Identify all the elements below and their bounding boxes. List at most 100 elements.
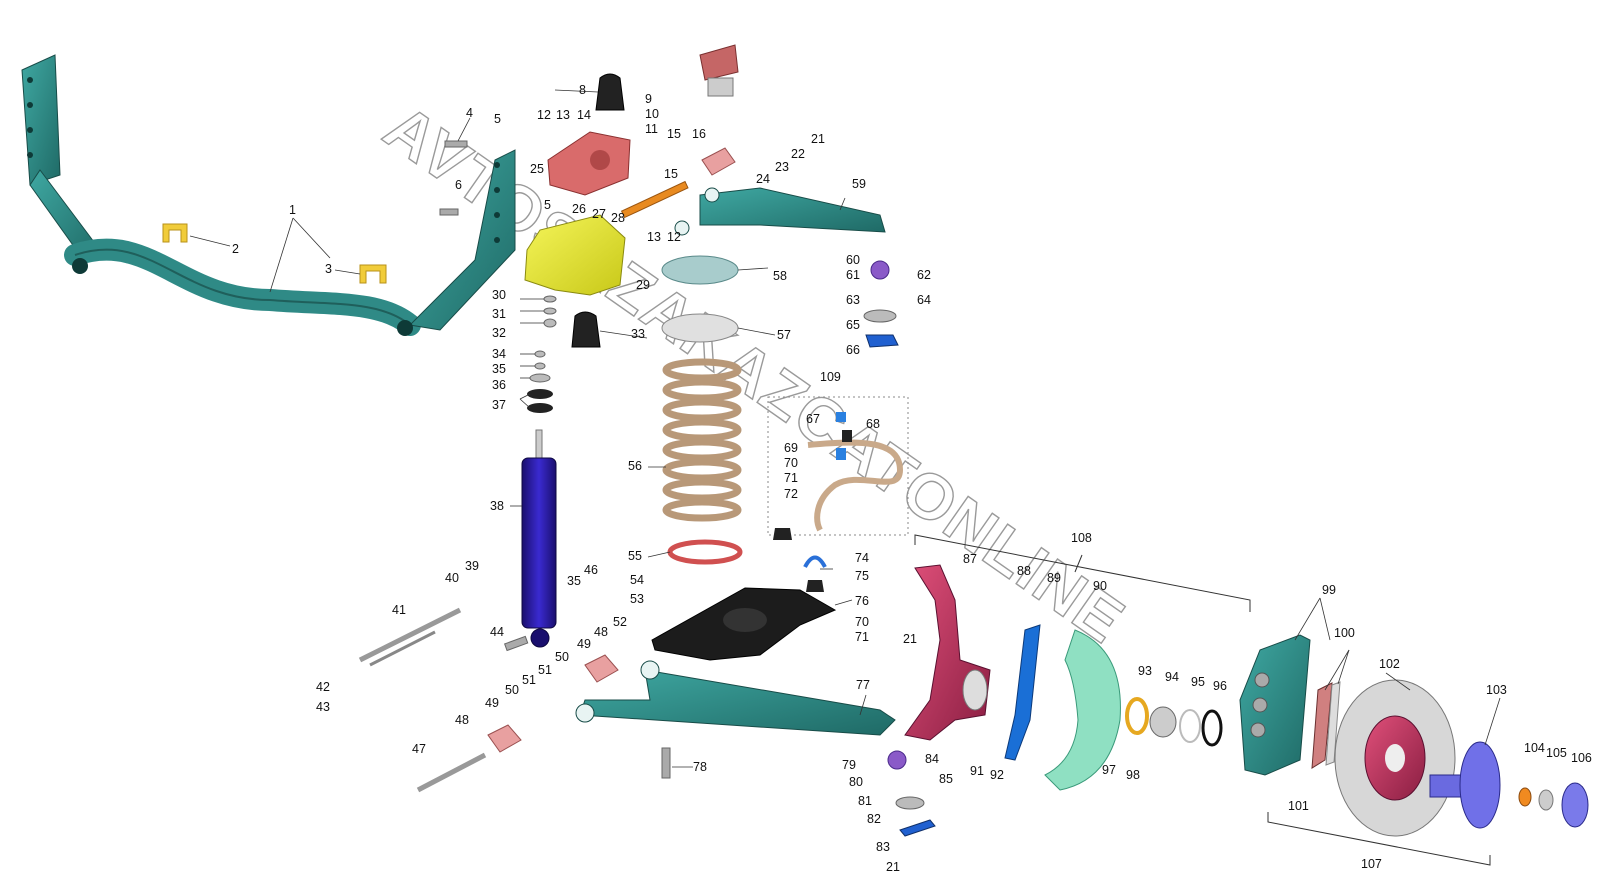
label-63: 63 bbox=[846, 293, 860, 307]
stabilizer-bar bbox=[21, 54, 516, 336]
label-5: 5 bbox=[494, 112, 501, 126]
label-42: 42 bbox=[316, 680, 330, 694]
label-99: 99 bbox=[1322, 583, 1336, 597]
leader-lines bbox=[189, 89, 1501, 768]
label-75: 75 bbox=[855, 569, 869, 583]
label-47: 47 bbox=[412, 742, 426, 756]
bolt-6 bbox=[439, 208, 459, 216]
label-60: 60 bbox=[846, 253, 860, 267]
label-62: 62 bbox=[917, 268, 931, 282]
cap-106 bbox=[1561, 782, 1589, 828]
washer-stack bbox=[529, 295, 557, 383]
brake-pad-100b bbox=[1325, 681, 1341, 766]
bolt-4 bbox=[444, 140, 468, 148]
clip-2 bbox=[162, 223, 188, 243]
bushing-75 bbox=[806, 580, 824, 592]
label-57: 57 bbox=[777, 328, 791, 342]
label-35: 35 bbox=[492, 362, 506, 376]
label-70b: 70 bbox=[855, 615, 869, 629]
label-71: 71 bbox=[784, 471, 798, 485]
label-97: 97 bbox=[1102, 763, 1116, 777]
label-71b: 71 bbox=[855, 630, 869, 644]
label-51: 51 bbox=[538, 663, 552, 677]
brake-pad-100a bbox=[1311, 682, 1333, 769]
parts-layer bbox=[21, 44, 1589, 866]
flange-103 bbox=[1459, 741, 1501, 829]
label-105: 105 bbox=[1546, 746, 1567, 760]
label-12b: 12 bbox=[667, 230, 681, 244]
label-26: 26 bbox=[572, 202, 586, 216]
label-90: 90 bbox=[1093, 579, 1107, 593]
ball-joint-62 bbox=[870, 260, 890, 280]
bracket-72 bbox=[773, 528, 792, 540]
label-34: 34 bbox=[492, 347, 506, 361]
label-56: 56 bbox=[628, 459, 642, 473]
label-13b: 13 bbox=[647, 230, 661, 244]
label-38: 38 bbox=[490, 499, 504, 513]
label-64: 64 bbox=[917, 293, 931, 307]
label-40: 40 bbox=[445, 571, 459, 585]
bracket-89 bbox=[1004, 624, 1041, 761]
label-80: 80 bbox=[849, 775, 863, 789]
bolt-44 bbox=[503, 635, 529, 652]
label-109: 109 bbox=[820, 370, 841, 384]
plate-65 bbox=[863, 309, 897, 323]
label-3: 3 bbox=[325, 262, 332, 276]
label-35b: 35 bbox=[567, 574, 581, 588]
label-32: 32 bbox=[492, 326, 506, 340]
lower-arm-77 bbox=[579, 669, 896, 736]
label-46: 46 bbox=[584, 563, 598, 577]
label-103: 103 bbox=[1486, 683, 1507, 697]
label-91: 91 bbox=[970, 764, 984, 778]
label-100: 100 bbox=[1334, 626, 1355, 640]
label-58: 58 bbox=[773, 269, 787, 283]
group-bracket-107 bbox=[1267, 812, 1491, 866]
label-88: 88 bbox=[1017, 564, 1031, 578]
label-41: 41 bbox=[392, 603, 406, 617]
label-53: 53 bbox=[630, 592, 644, 606]
label-66: 66 bbox=[846, 343, 860, 357]
label-15b: 15 bbox=[664, 167, 678, 181]
label-48b: 48 bbox=[455, 713, 469, 727]
label-77: 77 bbox=[856, 678, 870, 692]
label-67: 67 bbox=[806, 412, 820, 426]
label-104: 104 bbox=[1524, 741, 1545, 755]
label-15: 15 bbox=[667, 127, 681, 141]
label-10: 10 bbox=[645, 107, 659, 121]
label-50: 50 bbox=[555, 650, 569, 664]
pivot-shaft-28 bbox=[620, 180, 689, 219]
label-8: 8 bbox=[579, 83, 586, 97]
bolt-78 bbox=[661, 747, 671, 779]
bearing-94 bbox=[1149, 706, 1177, 738]
group-bracket-108 bbox=[914, 534, 1251, 612]
label-98: 98 bbox=[1126, 768, 1140, 782]
label-28: 28 bbox=[611, 211, 625, 225]
label-55: 55 bbox=[628, 549, 642, 563]
gasket-66 bbox=[865, 334, 899, 348]
stabilizer-link bbox=[807, 439, 904, 532]
label-83: 83 bbox=[876, 840, 890, 854]
shock-absorber-38 bbox=[521, 429, 557, 648]
label-92: 92 bbox=[990, 768, 1004, 782]
spring-seat-58 bbox=[661, 255, 739, 285]
label-65: 65 bbox=[846, 318, 860, 332]
label-44: 44 bbox=[490, 625, 504, 639]
label-70: 70 bbox=[784, 456, 798, 470]
label-76: 76 bbox=[855, 594, 869, 608]
label-96: 96 bbox=[1213, 679, 1227, 693]
washer-105 bbox=[1538, 789, 1554, 811]
label-82: 82 bbox=[867, 812, 881, 826]
rubber-37b bbox=[527, 403, 553, 413]
label-74: 74 bbox=[855, 551, 869, 565]
label-102: 102 bbox=[1379, 657, 1400, 671]
bushing-49b bbox=[487, 724, 522, 753]
label-49: 49 bbox=[577, 637, 591, 651]
pin-41b bbox=[369, 630, 436, 667]
bump-stop-8 bbox=[595, 73, 625, 111]
label-68: 68 bbox=[866, 417, 880, 431]
bracket-plate bbox=[707, 77, 734, 97]
label-11: 11 bbox=[645, 122, 658, 136]
label-21b: 21 bbox=[886, 860, 900, 874]
bushing-49a bbox=[584, 654, 619, 683]
label-59: 59 bbox=[852, 177, 866, 191]
